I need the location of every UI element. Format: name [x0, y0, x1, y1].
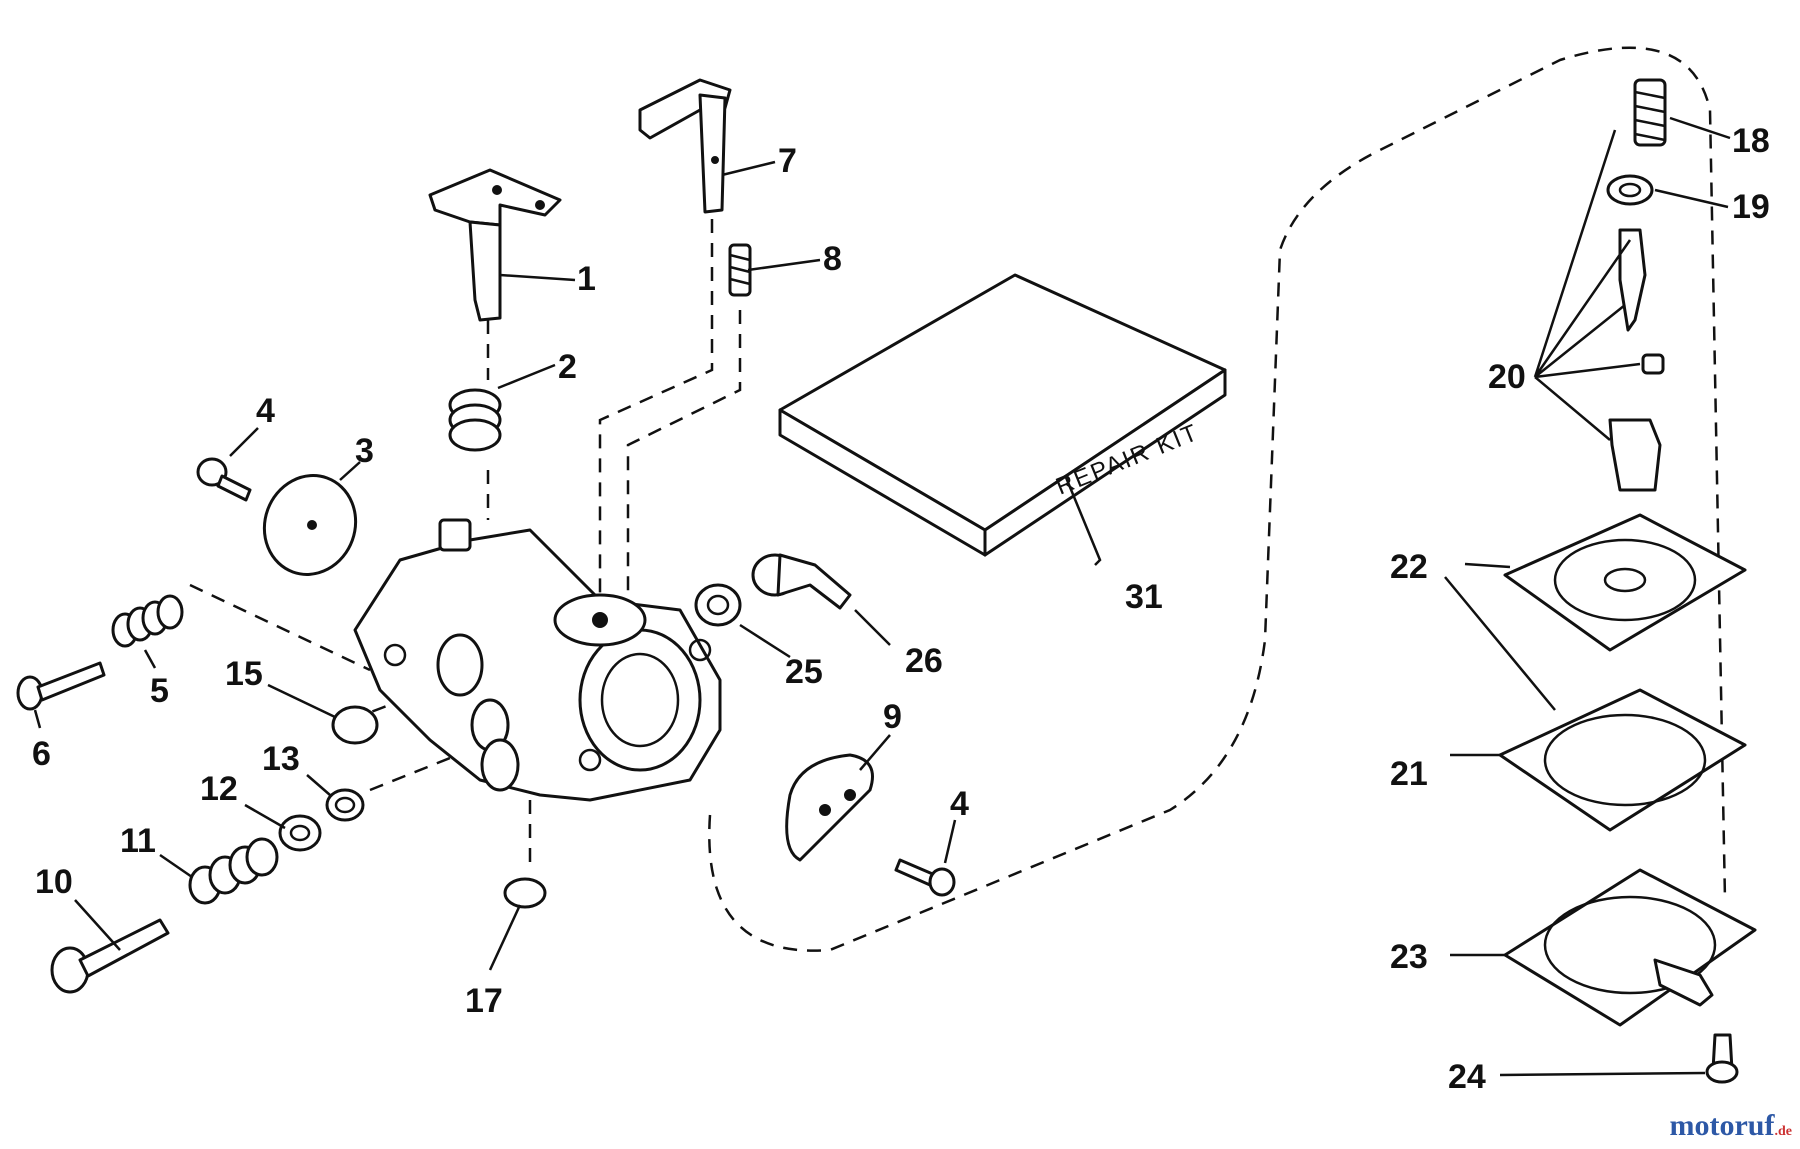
part-2-spring: [448, 388, 502, 452]
watermark-tld: .de: [1774, 1124, 1793, 1139]
callout-11: 11: [120, 822, 156, 860]
leader-line: [244, 803, 286, 830]
part-31-repair-kit: REPAIR KIT: [778, 273, 1227, 557]
leader-line: [1063, 474, 1102, 566]
callout-23: 23: [1390, 938, 1428, 976]
leader-line: [488, 904, 522, 971]
leader-line: [306, 774, 331, 796]
callout-4: 4: [256, 392, 275, 430]
callout-8: 8: [823, 240, 842, 278]
leader-line: [497, 363, 556, 390]
leader-line: [1499, 1071, 1706, 1077]
assembly-line: [598, 195, 714, 615]
leader-line: [499, 273, 576, 282]
assembly-line: [626, 310, 742, 600]
part-21-gasket: [1498, 688, 1747, 832]
leader-line: [854, 609, 891, 646]
callout-26: 26: [905, 642, 943, 680]
watermark-name: motoruf: [1669, 1109, 1775, 1142]
leader-line: [159, 853, 193, 879]
leader-line: [1533, 129, 1641, 441]
assembly-line: [369, 728, 521, 792]
leader-line: [229, 427, 259, 457]
part-20-needle-valve: [1608, 228, 1665, 492]
leader-line: [721, 160, 776, 177]
watermark-logo: motoruf.de: [1670, 1109, 1792, 1143]
callout-15: 15: [225, 655, 263, 693]
callout-24: 24: [1448, 1058, 1486, 1096]
part-19-washer: [1606, 174, 1654, 206]
leader-line: [747, 258, 821, 272]
callout-18: 18: [1732, 122, 1770, 160]
part-3-throttle-plate: [262, 474, 358, 576]
callout-22: 22: [1390, 548, 1428, 586]
leader-line: [74, 899, 121, 951]
leader-line: [339, 461, 361, 481]
part-10-needle-screw: [50, 918, 170, 994]
leader-line: [859, 734, 891, 771]
kit-boundary-dashed: [708, 46, 1727, 952]
leader-line: [143, 649, 157, 669]
callout-20: 20: [1488, 358, 1526, 396]
leader-line: [267, 683, 336, 719]
leader-line: [1669, 116, 1731, 140]
part-7-choke-shaft: [638, 78, 732, 214]
part-12-washer: [278, 814, 322, 852]
leader-line: [33, 709, 42, 729]
callout-9: 9: [883, 698, 902, 736]
part-9-choke-plate: [785, 753, 874, 862]
carburetor-body: [353, 518, 722, 802]
part-18-spring: [1633, 78, 1667, 147]
callout-4-lower: 4: [950, 785, 969, 823]
callout-12: 12: [200, 770, 238, 808]
part-15-plug: [331, 705, 379, 745]
part-17-plug: [503, 877, 547, 909]
callout-5: 5: [150, 672, 169, 710]
callout-13: 13: [262, 740, 300, 778]
part-24-screw: [1705, 1033, 1739, 1084]
leader-line: [1654, 188, 1729, 209]
leader-line: [739, 623, 791, 659]
callout-1: 1: [577, 260, 596, 298]
part-23-pump-body: [1503, 868, 1757, 1027]
callout-6: 6: [32, 735, 51, 773]
callout-7: 7: [778, 142, 797, 180]
assembly-line: [189, 583, 371, 672]
callout-19: 19: [1732, 188, 1770, 226]
callout-31: 31: [1125, 578, 1163, 616]
callout-10: 10: [35, 863, 73, 901]
part-1-throttle-bracket: [428, 168, 562, 322]
callout-3: 3: [355, 432, 374, 470]
leader-line: [1444, 562, 1556, 711]
part-11-spring: [188, 837, 279, 905]
part-4-screw-lower: [894, 858, 956, 897]
part-26-fuel-fitting: [751, 553, 852, 610]
part-8-spring: [728, 243, 752, 297]
part-5-spring: [111, 594, 184, 648]
part-6-idle-screw: [16, 661, 106, 711]
part-22-diaphragm-cover: [1503, 513, 1747, 652]
callout-2: 2: [558, 348, 577, 386]
leader-line: [943, 819, 957, 864]
callout-17: 17: [465, 982, 503, 1020]
part-4-screw-upper: [196, 457, 252, 502]
part-13-washer: [325, 788, 365, 822]
assembly-line: [349, 638, 561, 722]
callout-21: 21: [1390, 755, 1428, 793]
callout-25: 25: [785, 653, 823, 691]
part-25-ring: [694, 583, 742, 627]
